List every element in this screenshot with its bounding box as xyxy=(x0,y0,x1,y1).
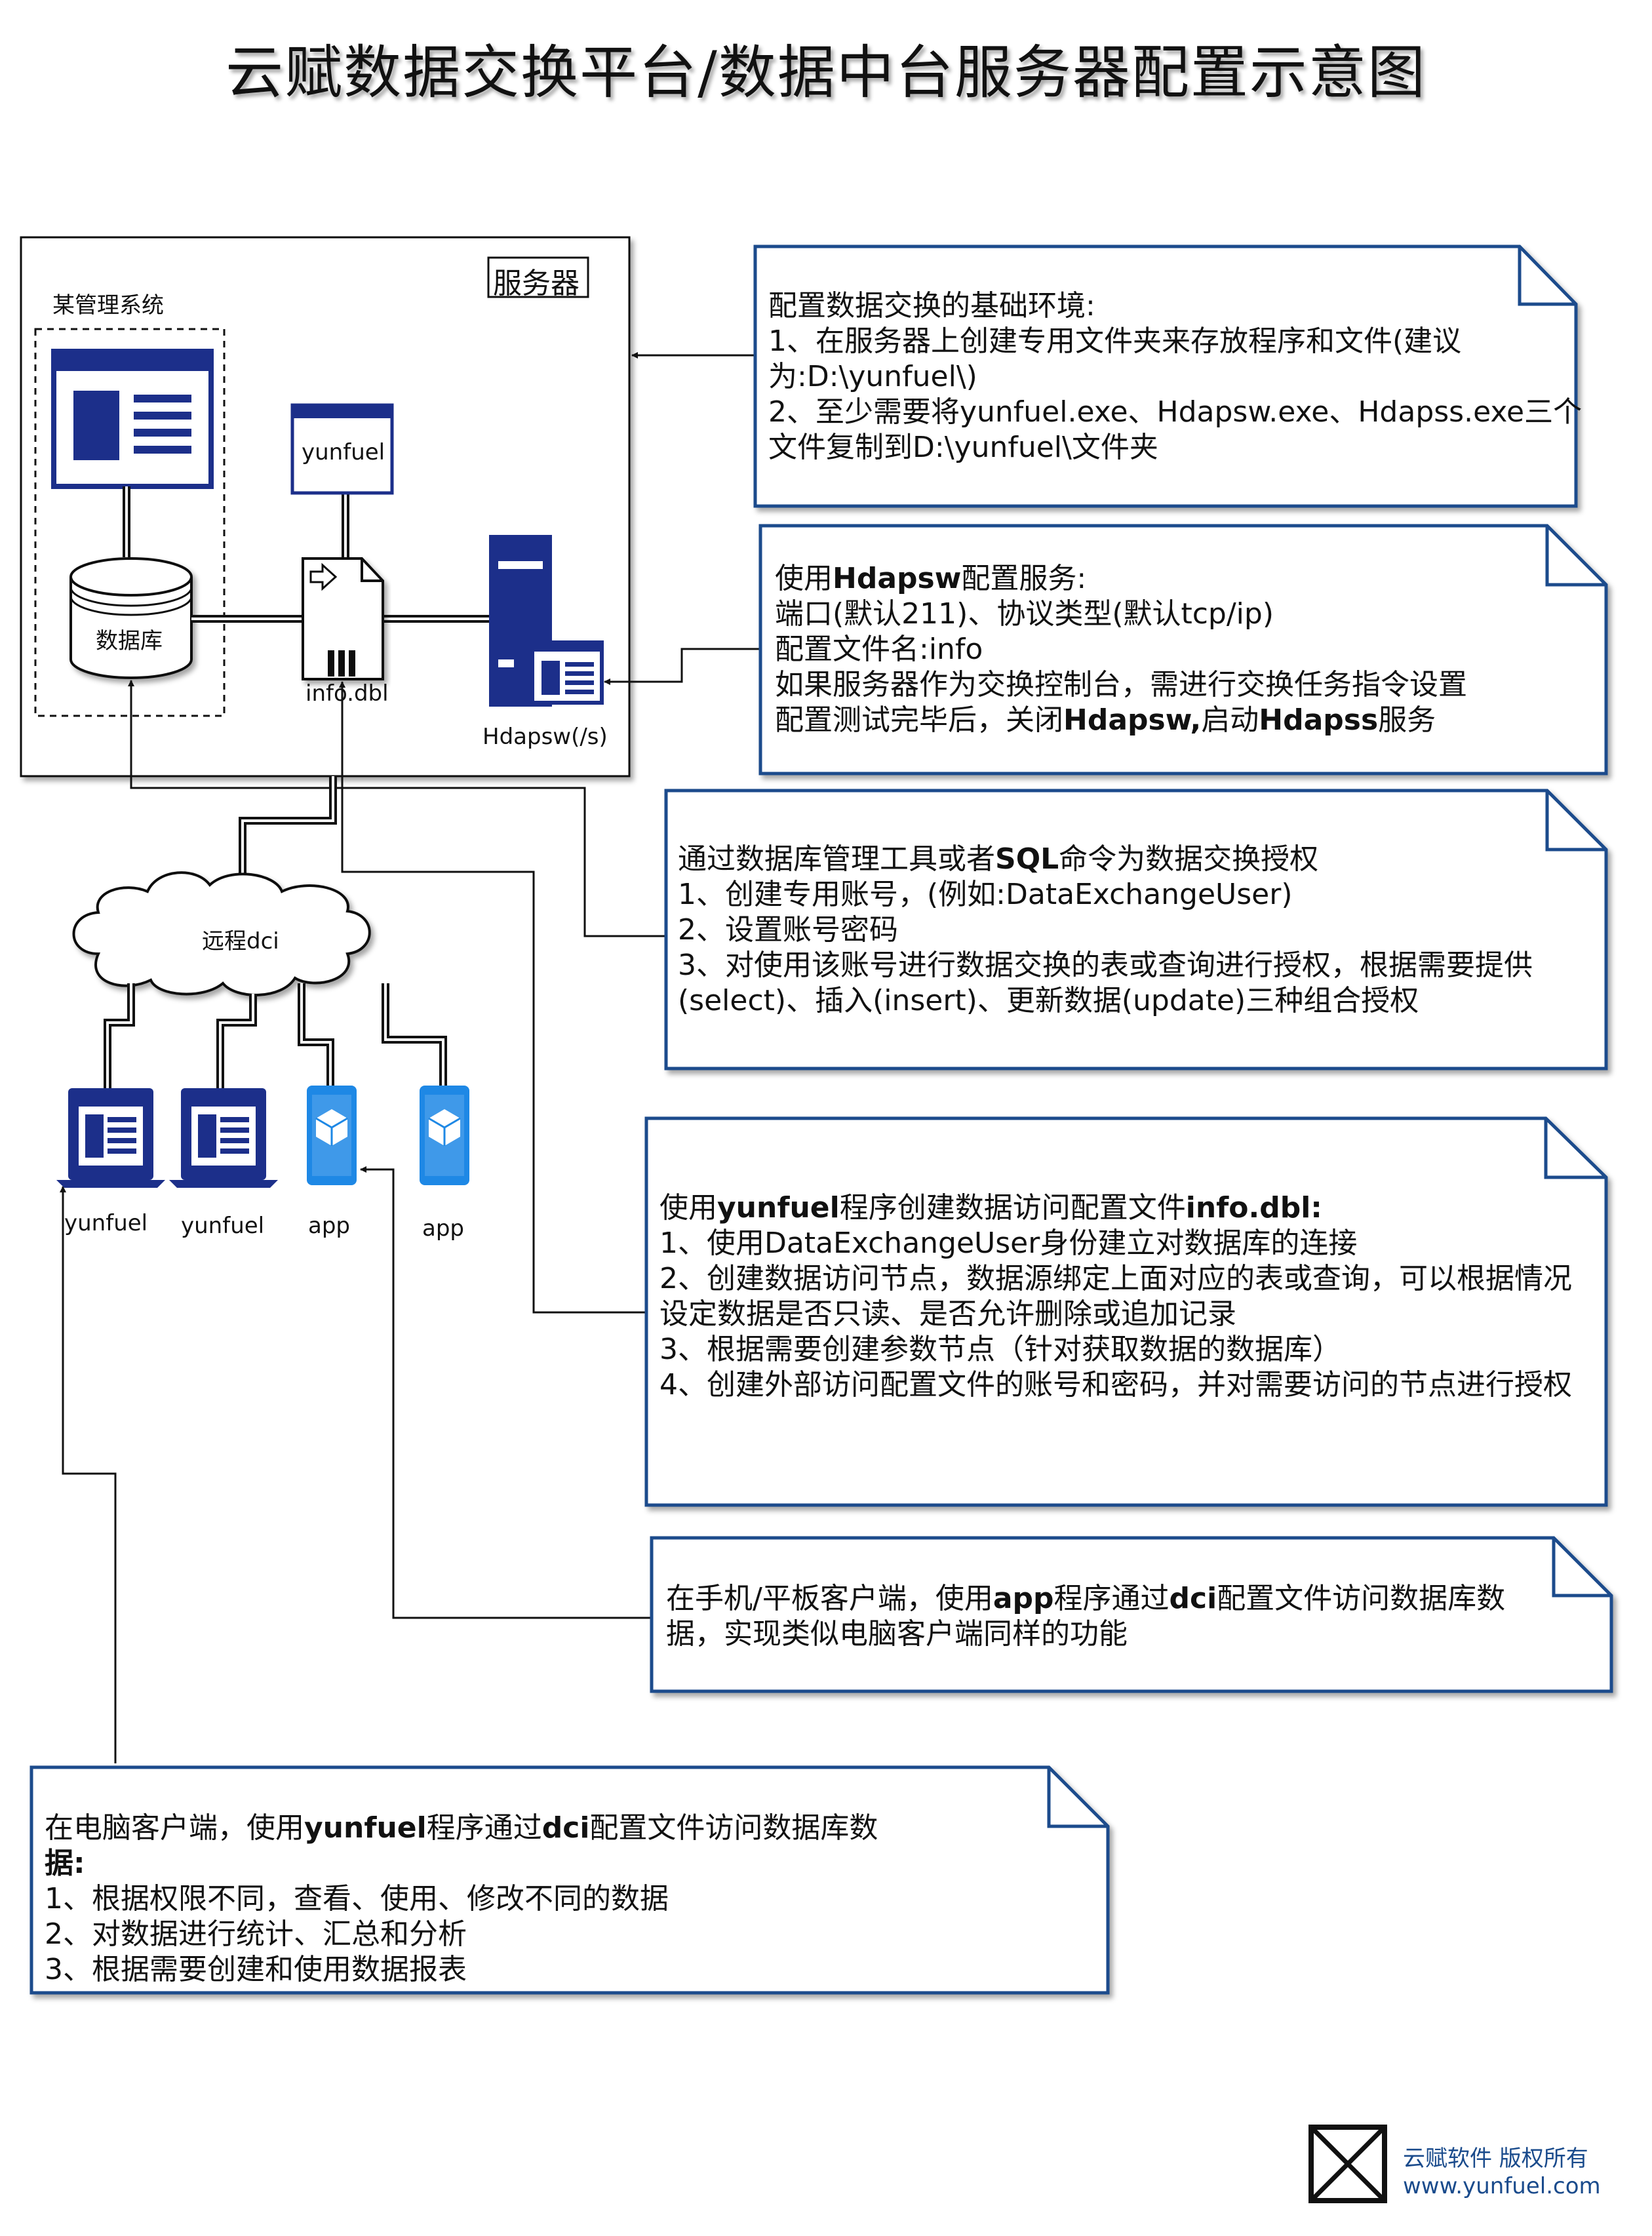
arrow-hdapsw-note xyxy=(604,648,760,685)
note-app: 在手机/平板客户端，使用app程序通过dci配置文件访问数据库数 据，实现类似电… xyxy=(666,1581,1505,1652)
note-app-shape xyxy=(650,1536,1613,1693)
note-info-title: 使用yunfuel程序创建数据访问配置文件info.dbl: xyxy=(659,1191,1322,1225)
note-env-line: 1、在服务器上创建专用文件夹来存放程序和文件(建议 xyxy=(768,324,1462,358)
note-pc: 在电脑客户端，使用yunfuel程序通过dci配置文件访问数据库数 据: 1、根… xyxy=(45,1811,878,1988)
yunfuel-window-icon xyxy=(290,403,394,495)
database-label: 数据库 xyxy=(96,628,163,654)
info-file-label: info.dbl xyxy=(305,680,389,707)
note-info-line: 1、使用DataExchangeUser身份建立对数据库的连接 xyxy=(659,1226,1358,1260)
server-label: 服务器 xyxy=(493,267,580,300)
yunfuel-window-label: yunfuel xyxy=(302,439,385,465)
arrow-sql-to-db xyxy=(128,680,666,937)
copyright-text: 云赋软件 版权所有 xyxy=(1403,2146,1588,2172)
note-info-line: 4、创建外部访问配置文件的账号和密码，并对需要访问的节点进行授权 xyxy=(659,1368,1572,1402)
note-sql-title: 通过数据库管理工具或者SQL命令为数据交换授权 xyxy=(678,842,1319,876)
cloud-label: 远程dci xyxy=(202,928,279,954)
database-icon xyxy=(69,557,193,679)
client-label: app xyxy=(422,1215,464,1242)
arrow-app-note xyxy=(360,1166,652,1619)
note-env-line: 文件复制到D:\yunfuel\文件夹 xyxy=(768,431,1158,464)
note-sql-line: (select)、插入(insert)、更新数据(update)三种组合授权 xyxy=(678,984,1419,1017)
mgmt-screen-icon xyxy=(51,349,214,489)
client-label: yunfuel xyxy=(181,1213,265,1239)
client-label: yunfuel xyxy=(64,1210,148,1236)
note-env-title: 配置数据交换的基础环境: xyxy=(768,289,1095,323)
note-pc-shape xyxy=(30,1765,1110,1995)
mgmt-system-box xyxy=(34,328,226,717)
arrow-info-note xyxy=(339,681,646,1314)
hdapsw-label: Hdapsw(/s) xyxy=(482,724,608,750)
info-file-icon xyxy=(302,557,384,680)
arrow-pc-note xyxy=(60,1186,117,1763)
note-env-shape xyxy=(753,245,1578,508)
note-sql-line: 3、对使用该账号进行数据交换的表或查询进行授权，根据需要提供 xyxy=(678,949,1533,982)
note-info-line: 3、根据需要创建参数节点（针对获取数据的数据库） xyxy=(659,1333,1341,1366)
note-app-title: 在手机/平板客户端，使用app程序通过dci配置文件访问数据库数 xyxy=(666,1582,1506,1615)
note-info: 使用yunfuel程序创建数据访问配置文件info.dbl: 1、使用DataE… xyxy=(659,1190,1572,1403)
server-label-box xyxy=(487,256,589,298)
cloud-icon xyxy=(72,871,371,996)
phone-icon xyxy=(420,1086,469,1185)
note-hdapsw: 使用Hdapsw配置服务: 端口(默认211)、协议类型(默认tcp/ip) 配… xyxy=(775,561,1467,738)
note-hdapsw-line: 配置测试完毕后，关闭Hdapsw,启动Hdapss服务 xyxy=(775,703,1436,737)
note-info-line: 2、创建数据访问节点，数据源绑定上面对应的表或查询，可以根据情况 xyxy=(659,1262,1572,1295)
client-label: app xyxy=(308,1213,350,1239)
note-env-line: 为:D:\yunfuel\) xyxy=(768,360,977,393)
mgmt-system-label: 某管理系统 xyxy=(52,292,164,319)
laptop-icon xyxy=(169,1088,278,1188)
note-hdapsw-shape xyxy=(758,524,1608,775)
note-hdapsw-line: 如果服务器作为交换控制台，需进行交换任务指令设置 xyxy=(775,668,1467,701)
note-hdapsw-line: 端口(默认211)、协议类型(默认tcp/ip) xyxy=(775,597,1274,631)
note-pc-line: 2、对数据进行统计、汇总和分析 xyxy=(45,1917,467,1951)
cloud-client-links xyxy=(104,983,447,1088)
website-link[interactable]: www.yunfuel.com xyxy=(1403,2173,1601,2199)
brand-logo-icon xyxy=(1308,2125,1387,2203)
note-hdapsw-line: 配置文件名:info xyxy=(775,633,983,666)
note-pc-line: 3、根据需要创建和使用数据报表 xyxy=(45,1953,467,1986)
note-info-line: 设定数据是否只读、是否允许删除或追加记录 xyxy=(659,1297,1236,1331)
note-pc-title: 在电脑客户端，使用yunfuel程序通过dci配置文件访问数据库数 xyxy=(45,1811,878,1845)
note-env: 配置数据交换的基础环境: 1、在服务器上创建专用文件夹来存放程序和文件(建议 为… xyxy=(768,288,1582,465)
note-pc-line: 据: xyxy=(45,1847,85,1880)
note-app-line: 据，实现类似电脑客户端同样的功能 xyxy=(666,1617,1128,1651)
note-sql-shape xyxy=(664,789,1608,1070)
note-sql: 通过数据库管理工具或者SQL命令为数据交换授权 1、创建专用账号，(例如:Dat… xyxy=(678,842,1533,1019)
note-hdapsw-title: 使用Hdapsw配置服务: xyxy=(775,562,1087,595)
note-sql-line: 2、设置账号密码 xyxy=(678,913,898,947)
note-pc-line: 1、根据权限不同，查看、使用、修改不同的数据 xyxy=(45,1882,669,1915)
phone-icon xyxy=(307,1086,357,1185)
note-env-line: 2、至少需要将yunfuel.exe、Hdapsw.exe、Hdapss.exe… xyxy=(768,395,1583,429)
page-title: 云赋数据交换平台/数据中台服务器配置示意图 xyxy=(226,39,1426,106)
laptop-icon xyxy=(56,1088,165,1188)
note-sql-line: 1、创建专用账号，(例如:DataExchangeUser) xyxy=(678,878,1293,911)
note-info-shape xyxy=(644,1116,1608,1507)
hdapsw-server-icon xyxy=(489,535,604,707)
